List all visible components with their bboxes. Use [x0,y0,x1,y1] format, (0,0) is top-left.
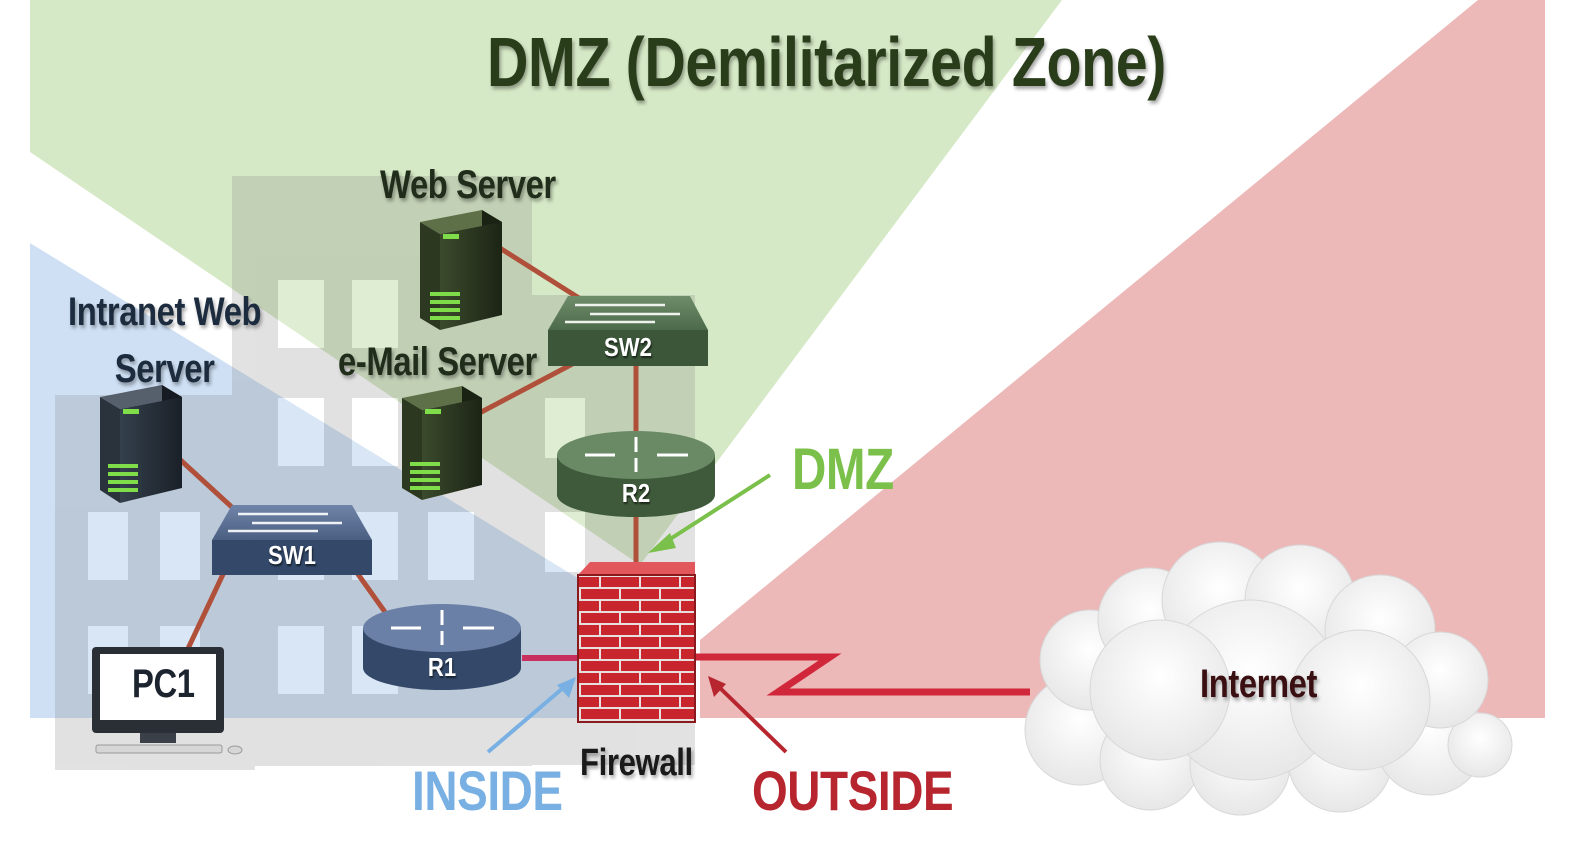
web-server-label: Web Server [380,163,556,207]
firewall-label: Firewall [580,742,693,784]
outside-zone-label: OUTSIDE [752,759,954,822]
dmz-zone-label: DMZ [792,437,894,502]
inside-zone-label: INSIDE [412,759,563,822]
sw2-label: SW2 [604,332,652,362]
dmz-arrow [648,473,772,553]
inside-arrow [486,677,576,754]
email-server-label: e-Mail Server [338,340,537,384]
r2-label: R2 [621,478,651,508]
sw1-label: SW1 [268,540,316,570]
diagram-title: DMZ (Demilitarized Zone) [487,23,1166,101]
internet-label: Internet [1200,662,1318,706]
outside-zone-area [700,0,1545,718]
sw1-switch-icon [212,505,372,575]
sw2-switch-icon [548,296,708,366]
pc1-icon [92,647,243,755]
r1-router-icon [363,604,521,690]
inside-zone-area [30,243,630,718]
r1-label: R1 [427,652,457,682]
internet-cloud [1024,541,1513,816]
dmz-zone-area [30,0,1062,565]
email-server-icon [402,386,482,500]
outside-arrow [708,676,788,754]
intranet-server-label-text: Intranet Web Server [68,290,262,391]
r2-router-icon [557,431,715,517]
pc1-label: PC1 [132,662,195,706]
bottom-band [0,845,1592,862]
intranet-server-icon [100,385,182,503]
web-server-icon [420,210,502,330]
wan-link [695,653,1030,696]
firewall-icon [577,562,696,723]
intranet-server-label: Intranet Web Server [58,284,271,398]
